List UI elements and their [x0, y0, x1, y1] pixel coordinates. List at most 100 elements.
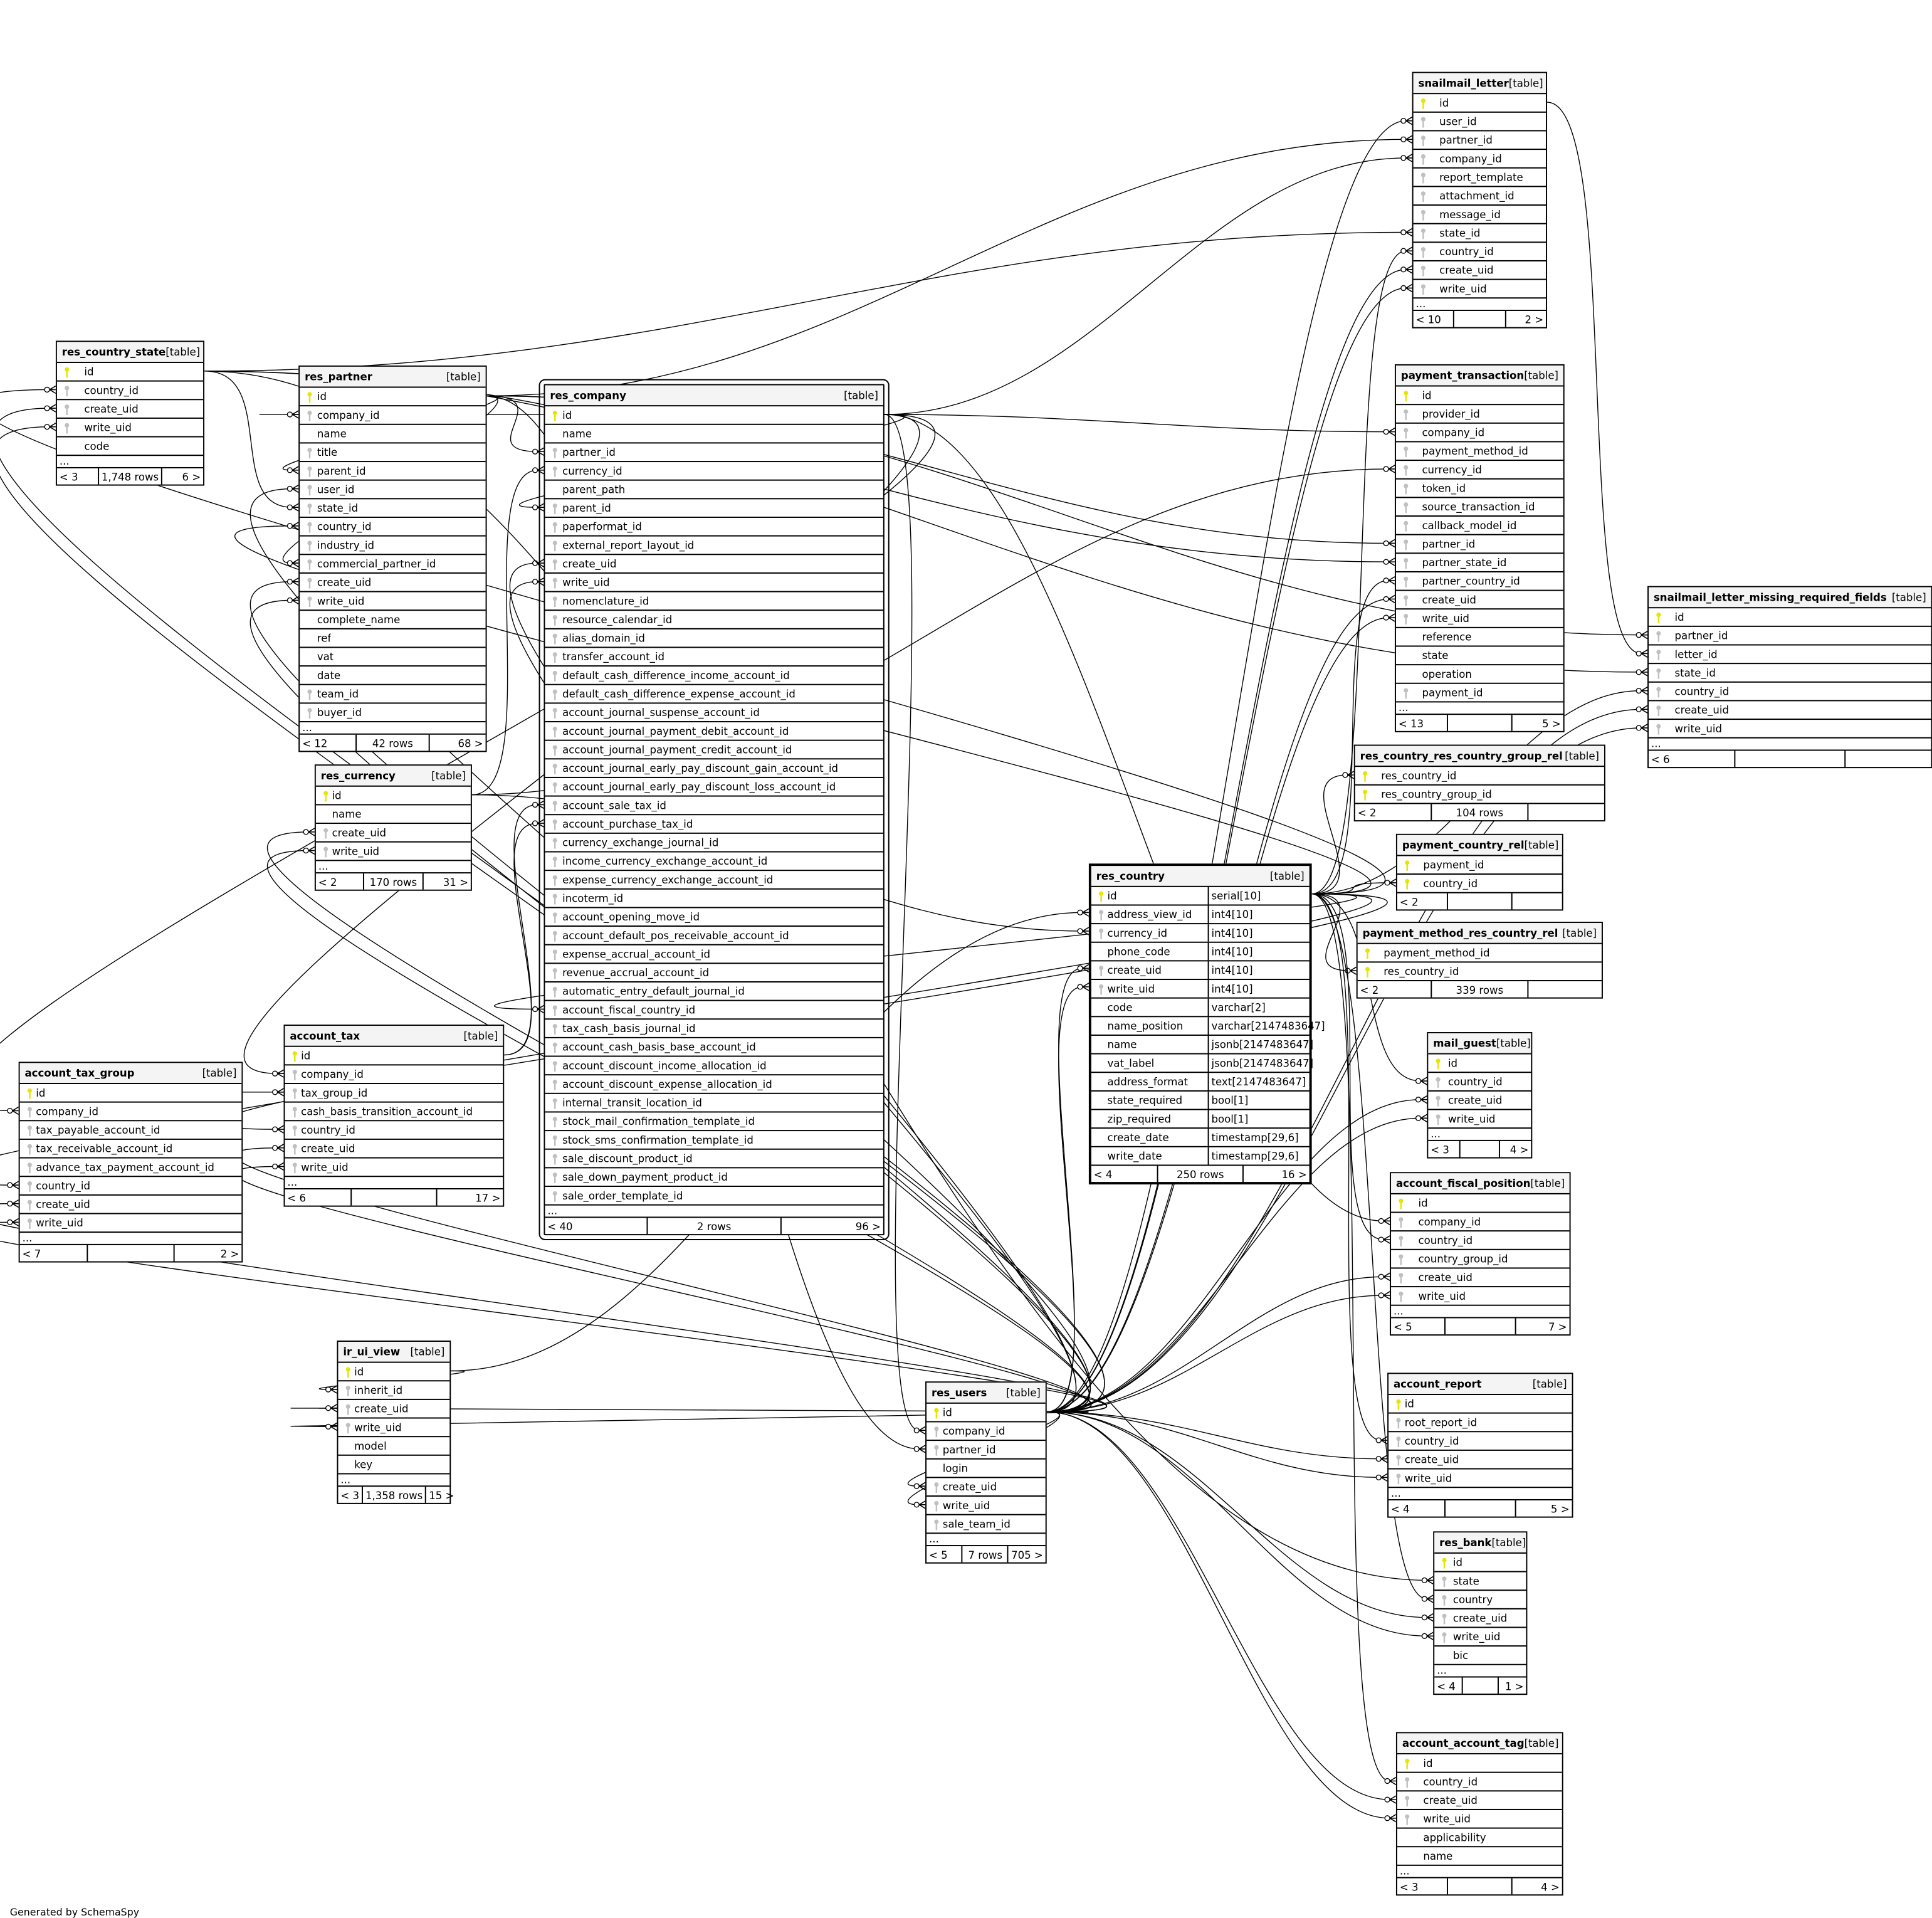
column-row[interactable]: partner_id — [1413, 131, 1546, 150]
column-row[interactable]: id — [1395, 387, 1563, 406]
column-row[interactable]: company_id — [1391, 1213, 1570, 1232]
table-name[interactable]: account_fiscal_position — [1395, 1177, 1531, 1189]
column-row[interactable]: create_uid — [300, 574, 486, 593]
column-row[interactable]: write_uid — [1649, 720, 1931, 739]
column-row[interactable]: account_journal_early_pay_discount_gain_… — [545, 759, 883, 778]
children-count[interactable]: 31 > — [443, 875, 468, 888]
column-row[interactable]: res_country_id — [1357, 962, 1602, 981]
column-row[interactable]: country_id — [1397, 1773, 1562, 1792]
column-row[interactable]: ref — [300, 630, 486, 648]
column-row[interactable]: res_country_group_id — [1355, 786, 1604, 804]
table-name[interactable]: payment_transaction — [1400, 369, 1525, 382]
children-count[interactable] — [1513, 893, 1562, 910]
column-row[interactable]: default_cash_difference_expense_account_… — [545, 685, 883, 704]
parents-count[interactable]: < 5 — [1391, 1318, 1446, 1335]
column-row[interactable]: source_transaction_id — [1395, 498, 1563, 517]
column-row[interactable]: currency_id — [545, 462, 883, 481]
parents-count[interactable]: < 2 — [1358, 981, 1433, 998]
column-row[interactable]: account_sale_tax_id — [545, 797, 883, 816]
column-row[interactable]: paperformat_id — [545, 518, 883, 537]
parents-count[interactable]: < 12 — [300, 734, 357, 751]
table-name[interactable]: account_report — [1394, 1378, 1482, 1391]
children-count[interactable]: 96 > — [855, 1220, 881, 1233]
parents-count[interactable]: < 3 — [57, 468, 99, 485]
column-row[interactable]: payment_id — [1397, 856, 1562, 875]
column-row[interactable]: attachment_id — [1413, 187, 1546, 206]
column-row[interactable]: name — [1397, 1847, 1562, 1866]
column-row[interactable]: create_uid — [56, 400, 204, 419]
parents-count[interactable]: < 4 — [1389, 1500, 1446, 1517]
table-name[interactable]: res_currency — [320, 769, 396, 782]
column-row[interactable]: write_uid — [285, 1159, 503, 1178]
column-row[interactable]: write_uid — [19, 1214, 242, 1233]
column-row[interactable]: account_purchase_tax_id — [545, 815, 883, 834]
column-row[interactable]: revenue_accrual_account_id — [545, 964, 883, 983]
column-row[interactable]: account_journal_payment_debit_account_id — [545, 722, 883, 741]
column-row[interactable]: create_uid — [315, 824, 471, 843]
column-row[interactable]: partner_country_id — [1395, 572, 1563, 591]
column-row[interactable]: account_journal_suspense_account_id — [545, 703, 883, 723]
column-row[interactable]: write_uid — [315, 843, 471, 862]
column-row[interactable]: code — [56, 438, 204, 456]
parents-count[interactable]: < 2 — [316, 873, 364, 890]
column-row[interactable]: parent_path — [545, 481, 883, 500]
column-row[interactable]: currency_id — [1395, 461, 1563, 480]
column-row[interactable]: country_id — [1649, 683, 1931, 702]
column-row[interactable]: partner_id — [1395, 535, 1563, 554]
column-row[interactable]: complete_name — [300, 611, 486, 630]
column-row[interactable]: internal_transit_location_id — [545, 1094, 883, 1113]
column-row[interactable]: nomenclature_id — [545, 593, 883, 611]
table-name[interactable]: ir_ui_view — [343, 1345, 401, 1358]
column-row[interactable]: report_template — [1413, 169, 1546, 187]
parents-count[interactable]: < 5 — [927, 1546, 963, 1562]
children-count[interactable]: 5 > — [1542, 717, 1561, 729]
column-row[interactable]: state — [1434, 1573, 1526, 1591]
table-name[interactable]: mail_guest — [1433, 1036, 1496, 1050]
column-row[interactable]: name — [315, 805, 471, 825]
column-row[interactable]: reference — [1395, 628, 1563, 647]
table-payment-method-res-country-rel[interactable]: payment_method_res_country_rel[table]pay… — [1356, 922, 1603, 999]
children-count[interactable]: 4 > — [1509, 1142, 1529, 1156]
column-row[interactable]: bic — [1434, 1647, 1526, 1665]
column-row[interactable]: country_id — [1413, 243, 1546, 261]
column-row[interactable]: id — [285, 1047, 503, 1066]
column-row[interactable]: id — [315, 787, 471, 806]
children-count[interactable]: 4 > — [1541, 1880, 1560, 1893]
column-row[interactable]: write_uid — [545, 574, 883, 593]
column-row[interactable]: id — [1397, 1754, 1562, 1773]
column-row[interactable]: write_uid — [300, 593, 486, 611]
parents-count[interactable]: < 40 — [545, 1218, 649, 1235]
parents-count[interactable]: < 3 — [1397, 1878, 1449, 1895]
children-count[interactable]: 2 > — [1525, 312, 1544, 325]
column-row[interactable]: root_report_id — [1389, 1414, 1572, 1433]
column-row[interactable]: id — [1391, 1194, 1570, 1213]
column-row[interactable]: applicability — [1397, 1829, 1562, 1848]
column-row[interactable]: account_discount_income_allocation_id — [545, 1057, 883, 1076]
parents-count[interactable]: < 3 — [1428, 1141, 1461, 1157]
column-row[interactable]: account_opening_move_id — [545, 908, 883, 927]
column-row[interactable]: account_journal_payment_credit_account_i… — [545, 741, 883, 760]
column-row[interactable]: partner_id — [927, 1441, 1046, 1460]
table-name[interactable]: res_country_state — [61, 345, 166, 359]
parents-count[interactable]: < 3 — [338, 1487, 363, 1503]
children-count[interactable]: 5 > — [1550, 1502, 1570, 1515]
parents-count[interactable]: < 10 — [1414, 310, 1455, 327]
column-row[interactable]: id — [56, 363, 204, 382]
children-count[interactable] — [1529, 804, 1604, 820]
column-row[interactable]: payment_method_id — [1395, 442, 1563, 461]
table-name[interactable]: res_partner — [305, 370, 372, 383]
column-row[interactable]: company_id — [285, 1065, 503, 1084]
